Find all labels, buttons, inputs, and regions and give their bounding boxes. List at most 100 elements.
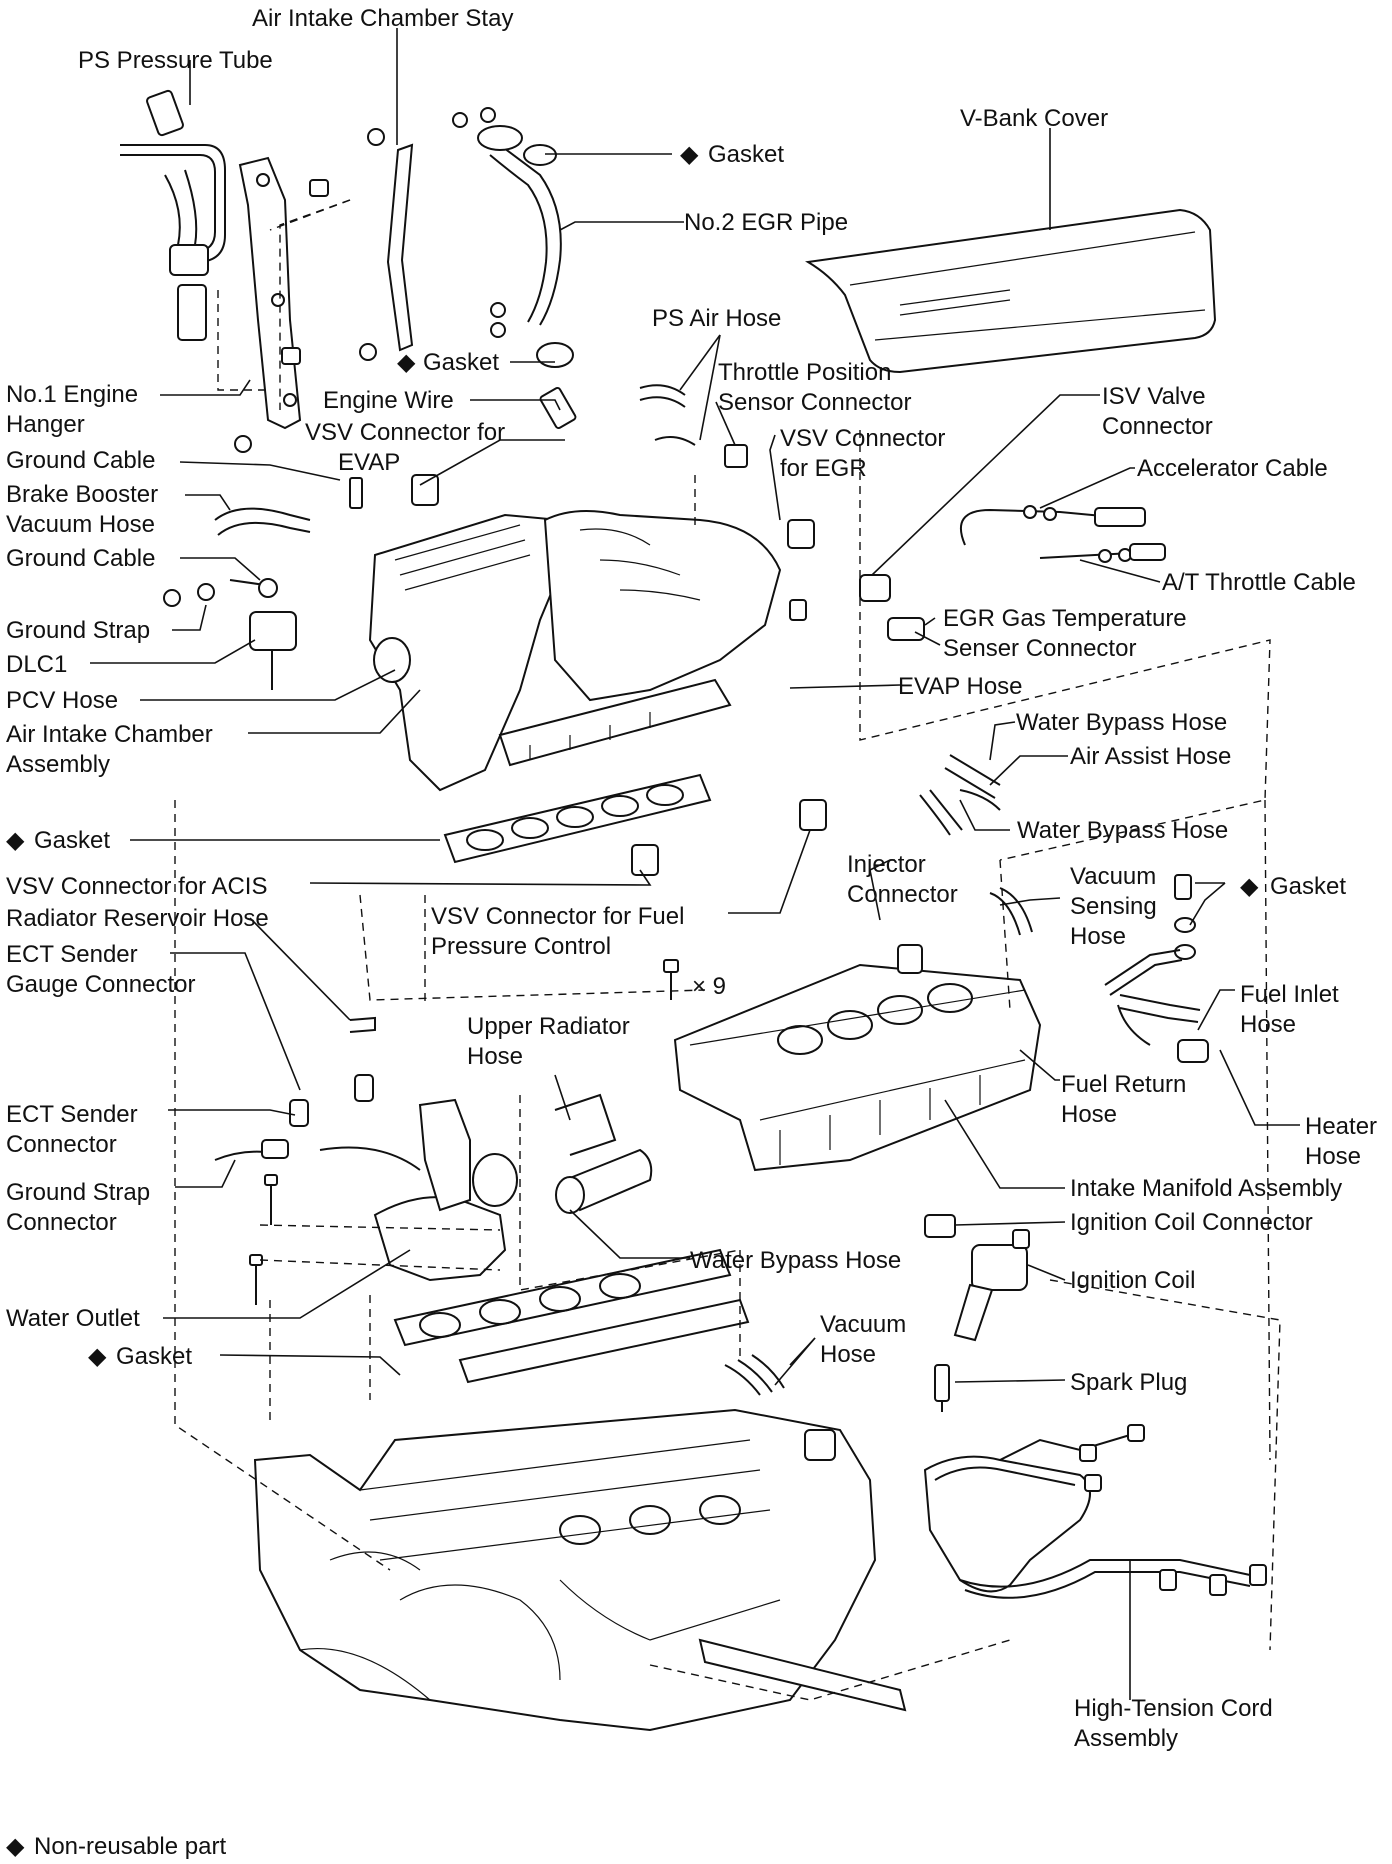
non-reusable-marker: ◆: [88, 1343, 107, 1370]
label-air-intake-chamber-assembly-2: Assembly: [6, 751, 110, 778]
label-fuel-return-hose: Fuel Return: [1061, 1071, 1186, 1098]
label-dlc1: DLC1: [6, 651, 67, 678]
label-ect-sender-gauge-connector-2: Gauge Connector: [6, 971, 195, 998]
dlc1-part: [249, 611, 297, 690]
label-ect-sender-gauge-connector: ECT Sender: [6, 941, 138, 968]
label-no1-engine-hanger: No.1 Engine: [6, 381, 138, 408]
label-radiator-reservoir-hose: Radiator Reservoir Hose: [6, 905, 269, 932]
label-fuel-return-hose-2: Hose: [1061, 1101, 1117, 1128]
ect-sender-parts: [214, 1016, 376, 1305]
label-vacuum-hose-2: Hose: [820, 1341, 876, 1368]
label-fuel-inlet-hose: Fuel Inlet: [1240, 981, 1339, 1008]
label-no2-egr-pipe: No.2 EGR Pipe: [684, 209, 848, 236]
v-bank-cover-part: [805, 208, 1217, 374]
label-upper-radiator-hose: Upper Radiator: [467, 1013, 630, 1040]
label-ect-sender-connector-2: Connector: [6, 1131, 117, 1158]
upper-connectors-part: [234, 387, 815, 549]
vacuum-hose-part: [724, 1354, 785, 1396]
bolt-x9-part: [663, 959, 679, 1000]
chamber-gasket-part: [443, 773, 712, 864]
label-v-bank-cover: V-Bank Cover: [960, 105, 1108, 132]
label-accelerator-cable: Accelerator Cable: [1137, 455, 1328, 482]
label-throttle-position-sensor-connector: Throttle Position: [718, 359, 891, 386]
label-vacuum-hose: Vacuum: [820, 1311, 906, 1338]
label-vsv-connector-egr-2: for EGR: [780, 455, 867, 482]
leader-lines: [90, 28, 1300, 1700]
intake-manifold-assembly-part: [673, 944, 1042, 1172]
label-air-assist-hose: Air Assist Hose: [1070, 743, 1231, 770]
label-air-intake-chamber-stay: Air Intake Chamber Stay: [252, 5, 513, 32]
label-egr-gas-temp-sensor-connector: EGR Gas Temperature: [943, 605, 1187, 632]
label-vsv-connector-evap-2: EVAP: [338, 449, 400, 476]
label-ps-air-hose: PS Air Hose: [652, 305, 781, 332]
label-gasket-egr-lower: Gasket: [423, 349, 499, 376]
label-injector-connector: Injector: [847, 851, 926, 878]
label-water-bypass-hose-2: Water Bypass Hose: [1017, 817, 1228, 844]
label-brake-booster-vacuum-hose: Brake Booster: [6, 481, 158, 508]
non-reusable-marker: ◆: [1240, 873, 1259, 900]
water-outlet-part: [319, 1098, 518, 1282]
assembly-dashed-lines: [174, 199, 1281, 1701]
label-ignition-coil-connector: Ignition Coil Connector: [1070, 1209, 1313, 1236]
label-isv-valve-connector-2: Connector: [1102, 413, 1213, 440]
engine-block-part: [253, 1408, 907, 1732]
label-at-throttle-cable: A/T Throttle Cable: [1162, 569, 1356, 596]
label-gasket-chamber: Gasket: [34, 827, 110, 854]
right-hoses-part: [919, 754, 1033, 936]
label-vsv-connector-evap: VSV Connector for: [305, 419, 505, 446]
label-ignition-coil: Ignition Coil: [1070, 1267, 1195, 1294]
ignition-parts: [924, 1214, 1030, 1412]
label-ground-strap: Ground Strap: [6, 617, 150, 644]
label-vsv-connector-egr: VSV Connector: [780, 425, 945, 452]
label-isv-valve-connector: ISV Valve: [1102, 383, 1206, 410]
label-no1-engine-hanger-2: Hanger: [6, 411, 85, 438]
high-tension-cord-part: [923, 1424, 1267, 1599]
label-water-bypass-hose-1: Water Bypass Hose: [1016, 709, 1227, 736]
label-vsv-connector-fuel-pressure: VSV Connector for Fuel: [431, 903, 684, 930]
label-vsv-connector-acis: VSV Connector for ACIS: [6, 873, 267, 900]
label-vsv-connector-fuel-pressure-2: Pressure Control: [431, 933, 611, 960]
non-reusable-marker: ◆: [397, 349, 416, 376]
non-reusable-marker: ◆: [680, 141, 699, 168]
ps-air-hose-part: [639, 384, 748, 468]
label-heater-hose-2: Hose: [1305, 1143, 1361, 1170]
vsv-connectors-mid-part: [631, 799, 827, 876]
label-gasket-water-outlet: Gasket: [116, 1343, 192, 1370]
legend-text: Non-reusable part: [34, 1833, 226, 1860]
label-intake-manifold-assembly: Intake Manifold Assembly: [1070, 1175, 1342, 1202]
label-ground-strap-connector-2: Connector: [6, 1209, 117, 1236]
label-spark-plug: Spark Plug: [1070, 1369, 1187, 1396]
label-pcv-hose: PCV Hose: [6, 687, 118, 714]
label-upper-radiator-hose-2: Hose: [467, 1043, 523, 1070]
label-vacuum-sensing-hose-3: Hose: [1070, 923, 1126, 950]
engine-hanger-part: [238, 156, 329, 430]
label-high-tension-cord-assembly-2: Assembly: [1074, 1725, 1178, 1752]
label-throttle-position-sensor-connector-2: Sensor Connector: [718, 389, 911, 416]
label-water-outlet: Water Outlet: [6, 1305, 140, 1332]
label-egr-gas-temp-sensor-connector-2: Senser Connector: [943, 635, 1136, 662]
label-vacuum-sensing-hose-2: Sensing: [1070, 893, 1157, 920]
label-gasket-fuel: Gasket: [1270, 873, 1346, 900]
fuel-hoses-part: [1104, 874, 1209, 1063]
label-injector-connector-2: Connector: [847, 881, 958, 908]
label-ect-sender-connector: ECT Sender: [6, 1101, 138, 1128]
air-intake-chamber-assembly-part: [368, 510, 782, 792]
label-gasket-top: Gasket: [708, 141, 784, 168]
no2-egr-pipe-part: [452, 107, 574, 368]
accelerator-cable-part: [960, 505, 1166, 563]
label-evap-hose: EVAP Hose: [898, 673, 1023, 700]
air-intake-chamber-stay-part: [359, 128, 414, 361]
ps-pressure-tube-part: [120, 89, 226, 341]
label-engine-wire: Engine Wire: [323, 387, 454, 414]
upper-radiator-hose-part: [554, 1093, 653, 1214]
legend-symbol: ◆: [6, 1833, 25, 1860]
label-fuel-inlet-hose-2: Hose: [1240, 1011, 1296, 1038]
isv-egr-connectors-part: [789, 574, 925, 641]
label-water-bypass-hose-3: Water Bypass Hose: [690, 1247, 901, 1274]
label-air-intake-chamber-assembly: Air Intake Chamber: [6, 721, 213, 748]
part-illustrations: [120, 89, 1267, 1732]
label-ps-pressure-tube: PS Pressure Tube: [78, 47, 273, 74]
label-vacuum-sensing-hose: Vacuum: [1070, 863, 1156, 890]
label-heater-hose: Heater: [1305, 1113, 1377, 1140]
